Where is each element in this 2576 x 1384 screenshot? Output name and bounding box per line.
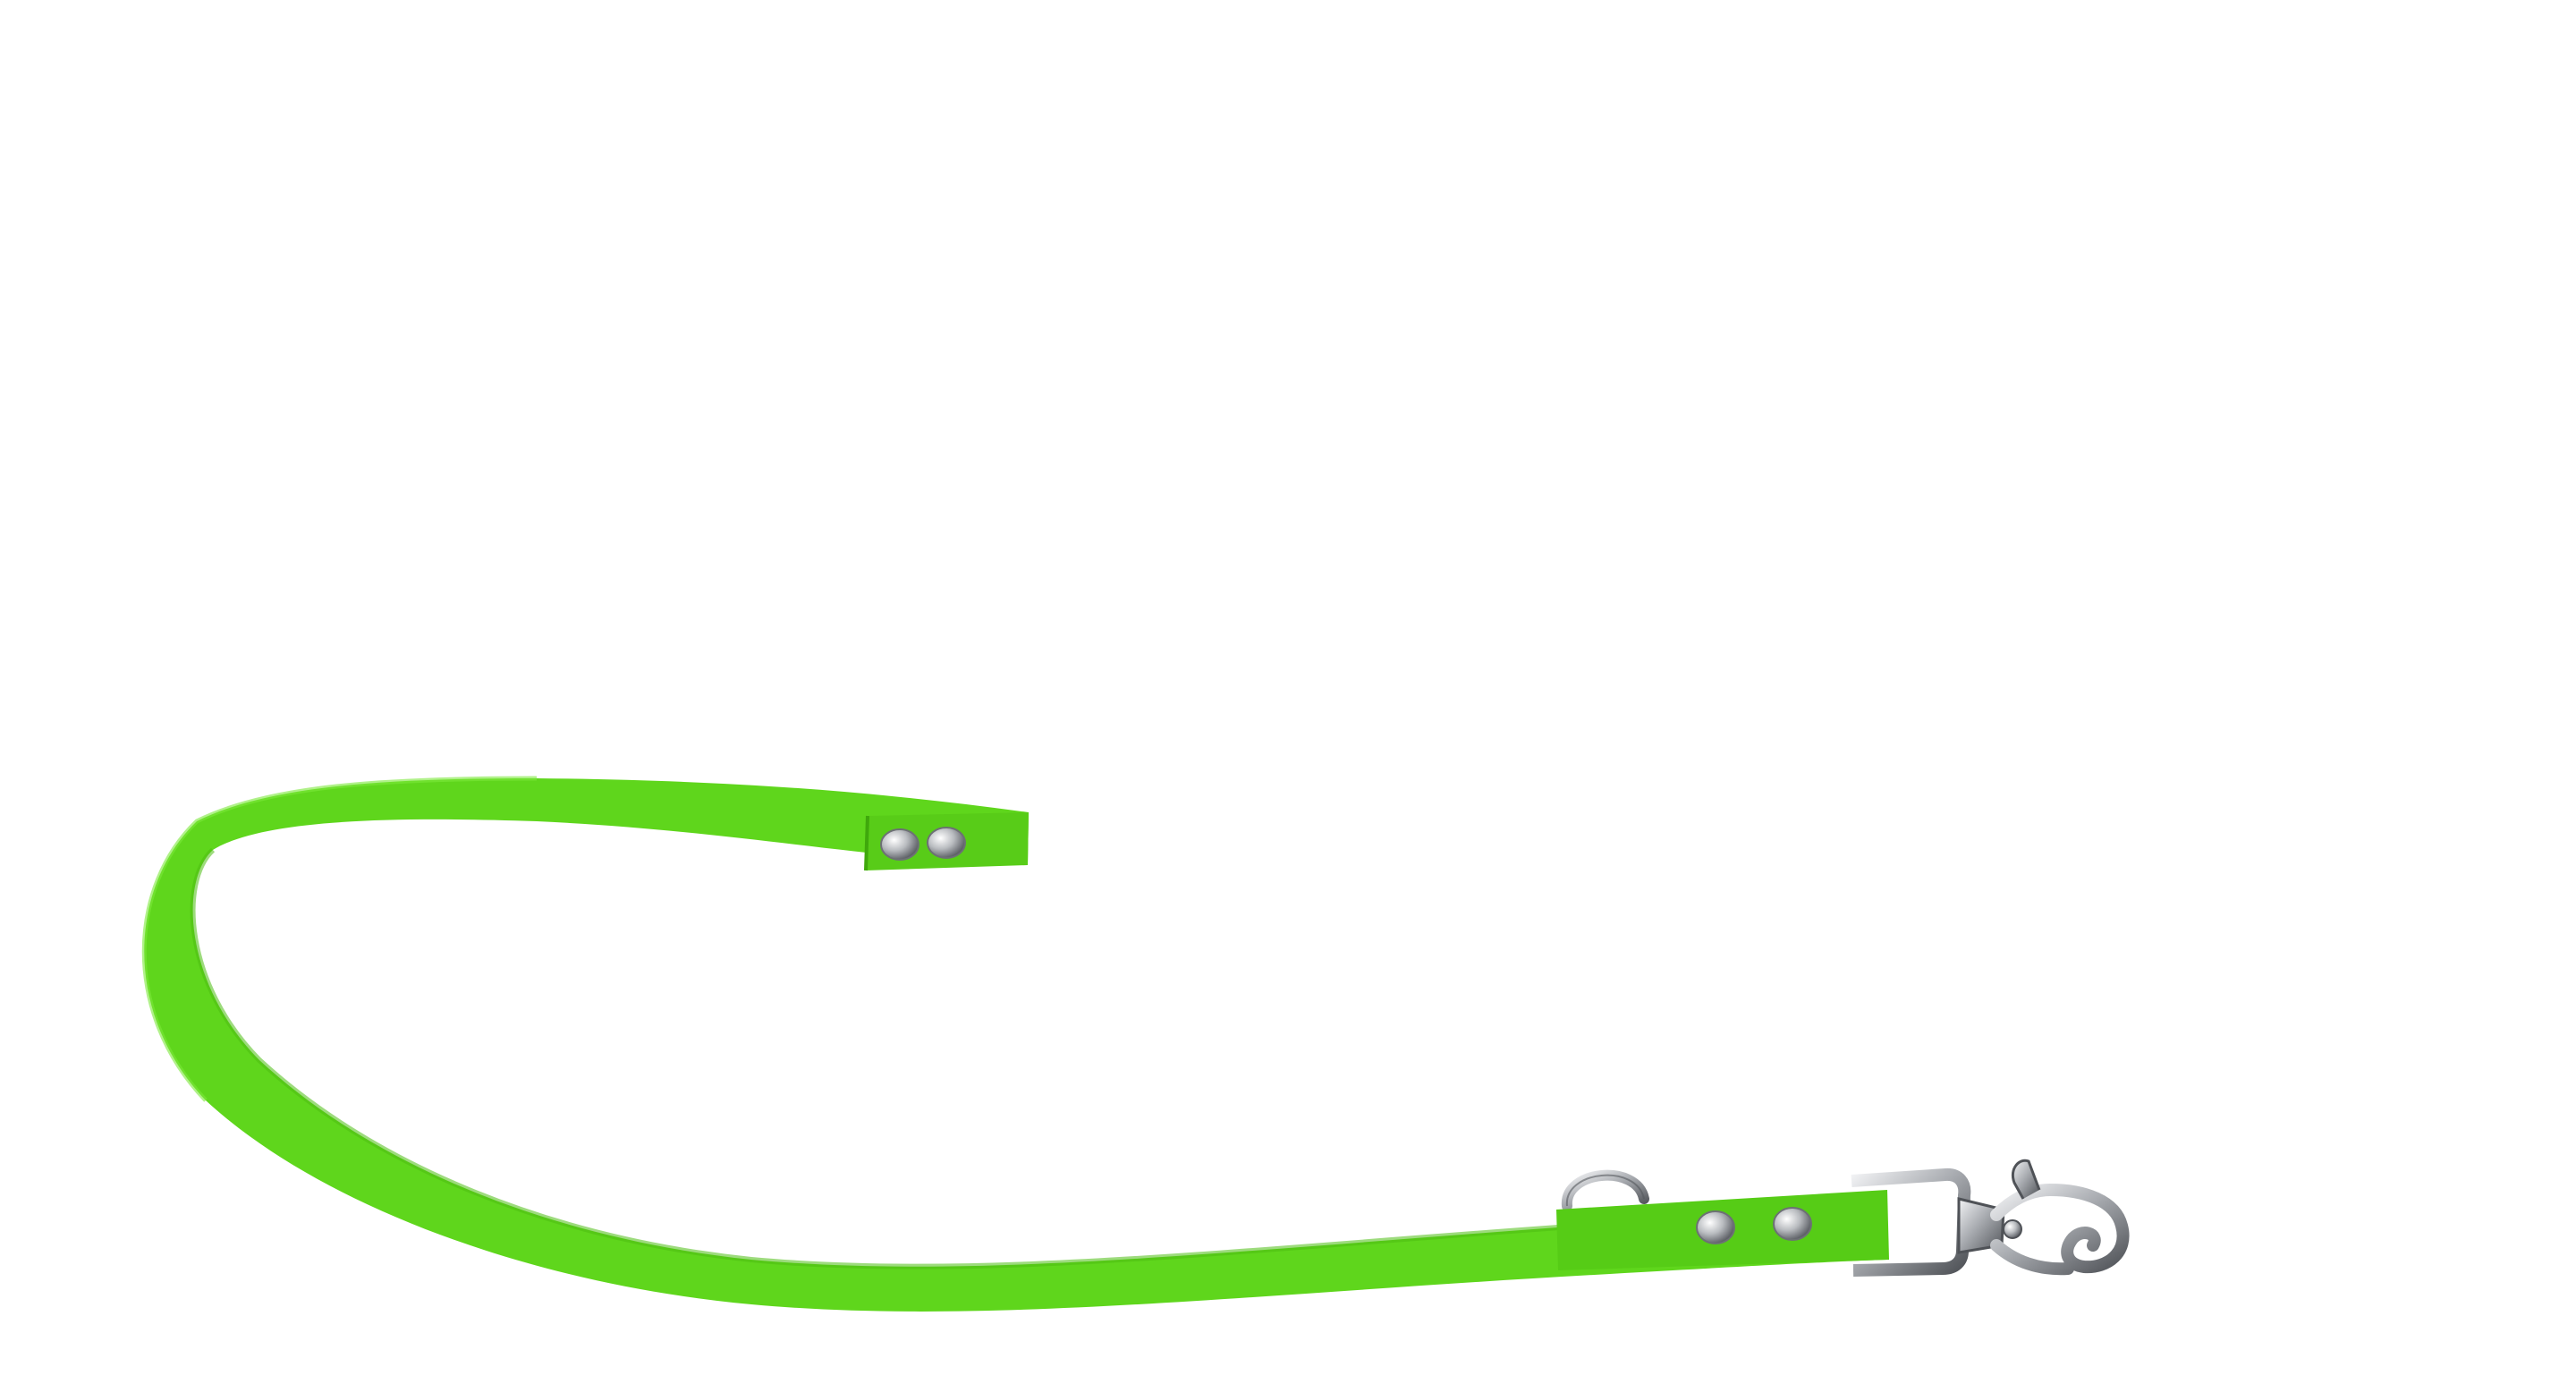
snap-hook-icon bbox=[1851, 1159, 2130, 1277]
rivet-icon bbox=[880, 828, 919, 861]
rivet-icon bbox=[927, 827, 966, 859]
clip-rivets bbox=[1696, 1207, 1812, 1244]
rivet-icon bbox=[1773, 1207, 1812, 1241]
strap-highlight bbox=[141, 776, 538, 1102]
fold-edge bbox=[864, 815, 869, 871]
rivet-icon bbox=[1696, 1210, 1735, 1244]
d-ring-icon bbox=[1562, 1169, 1649, 1211]
top-rivets bbox=[880, 827, 966, 861]
